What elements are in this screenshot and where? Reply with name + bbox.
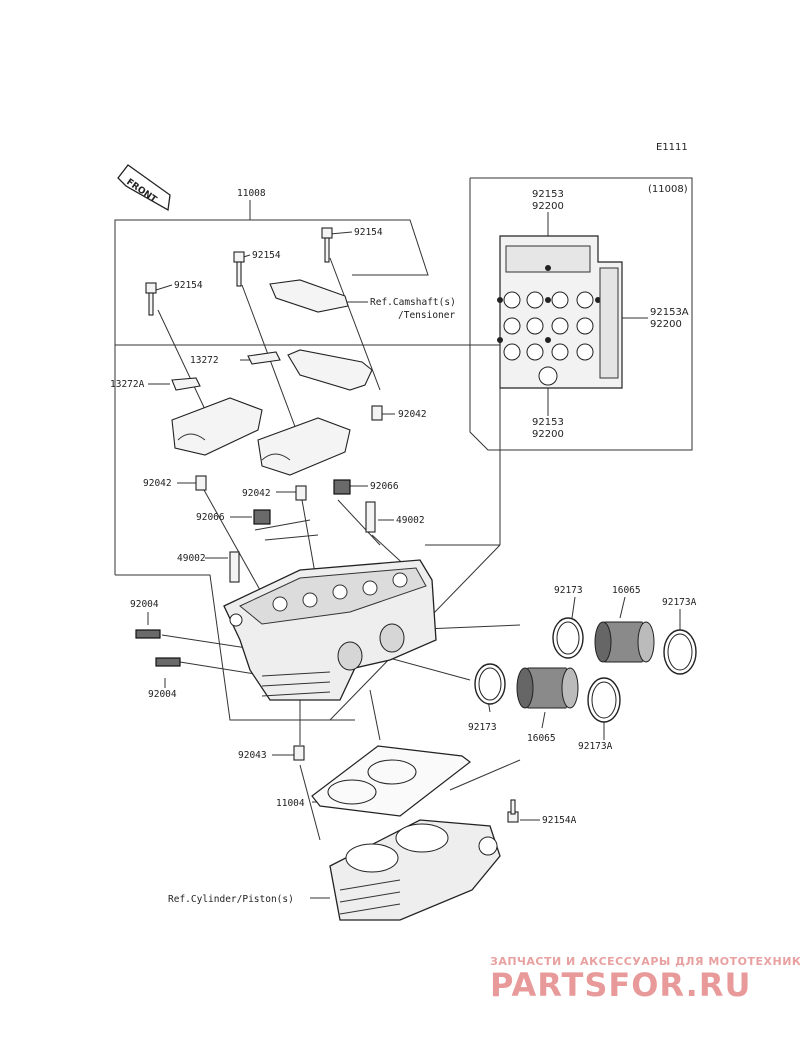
dowel-92042-left	[195, 475, 207, 491]
dowel-92042-mid	[295, 485, 307, 501]
label-92042-mid: 92042	[242, 488, 271, 499]
part-labels: 11008 92154 92154 92154 Ref.Camshaft(s) …	[110, 188, 697, 905]
seal-92066-left	[253, 509, 271, 525]
stud-92004-upper	[135, 629, 161, 639]
label-92043: 92043	[238, 750, 267, 761]
label-49002-left: 49002	[177, 553, 206, 564]
inset-title: (11008)	[648, 184, 688, 195]
bolt-92154A	[507, 799, 519, 823]
label-92173-lower: 92173	[468, 722, 497, 733]
label-92154-mid: 92154	[252, 250, 281, 261]
plate-13272	[247, 351, 281, 365]
label-92004-lower: 92004	[148, 689, 177, 700]
watermark-brand: PARTSFOR.RU	[490, 966, 751, 1004]
clamp-92173A-lower	[587, 677, 621, 723]
label-92042-left: 92042	[143, 478, 172, 489]
cylinder-head	[223, 559, 437, 701]
label-16065-upper: 16065	[612, 585, 641, 596]
label-92154-left: 92154	[174, 280, 203, 291]
label-92173A-lower: 92173A	[578, 741, 613, 752]
label-92154A: 92154A	[542, 815, 577, 826]
inset-cylinder-head-top-view: (11008) 92153 92200 92153A 92200 92153 9…	[469, 177, 693, 451]
label-13272A: 13272A	[110, 379, 145, 390]
watermark-tagline: ЗАПЧАСТИ И АКСЕССУАРЫ ДЛЯ МОТОТЕХНИКИ	[490, 955, 800, 968]
bolt-92154-right	[321, 227, 333, 263]
front-arrow-icon: FRONT	[117, 164, 171, 212]
label-92066-left: 92066	[196, 512, 225, 523]
clamp-92173-upper	[552, 617, 584, 659]
label-16065-lower: 16065	[527, 733, 556, 744]
clamp-92173-lower	[474, 663, 506, 705]
inset-label-bottom-2: 92200	[532, 429, 564, 440]
diagram-code: E1111	[656, 142, 688, 153]
guide-49002-right	[365, 501, 376, 533]
inset-label-right-1: 92153A	[650, 307, 689, 318]
stud-92004-lower	[155, 657, 181, 667]
holder-16065-upper	[594, 621, 655, 663]
bolt-92154-mid	[233, 251, 245, 287]
inset-label-top-2: 92200	[532, 201, 564, 212]
label-ref-tensioner: /Tensioner	[398, 310, 455, 321]
label-92154-right: 92154	[354, 227, 383, 238]
label-13272: 13272	[190, 355, 219, 366]
cylinder-block	[329, 819, 501, 921]
seal-92066-right	[333, 479, 351, 495]
camshaft-cap-left	[171, 397, 263, 456]
dowel-92042-right	[371, 405, 383, 421]
holder-16065-lower	[516, 667, 579, 709]
inset-label-top-1: 92153	[532, 189, 564, 200]
label-92004-upper: 92004	[130, 599, 159, 610]
plate-13272A	[171, 377, 201, 391]
inset-label-bottom-1: 92153	[532, 417, 564, 428]
clamp-92173A-upper	[663, 629, 697, 675]
label-92042-right: 92042	[398, 409, 427, 420]
label-92066-right: 92066	[370, 481, 399, 492]
head-gasket-11004	[311, 745, 471, 817]
label-92173A-upper: 92173A	[662, 597, 697, 608]
label-ref-cylinder: Ref.Cylinder/Piston(s)	[168, 894, 294, 905]
bolt-92154-left	[145, 282, 157, 316]
label-ref-camshaft: Ref.Camshaft(s)	[370, 297, 456, 308]
watermark: ЗАПЧАСТИ И АКСЕССУАРЫ ДЛЯ МОТОТЕХНИКИ PA…	[490, 955, 800, 1004]
label-49002-right: 49002	[396, 515, 425, 526]
guide-49002-left	[229, 551, 240, 583]
dowel-92043	[293, 745, 305, 761]
inset-label-right-2: 92200	[650, 319, 682, 330]
label-92173-upper: 92173	[554, 585, 583, 596]
camshaft-cap-right	[257, 417, 351, 476]
camshaft-holder-upper	[269, 279, 373, 391]
label-11004: 11004	[276, 798, 305, 809]
label-11008: 11008	[237, 188, 266, 199]
